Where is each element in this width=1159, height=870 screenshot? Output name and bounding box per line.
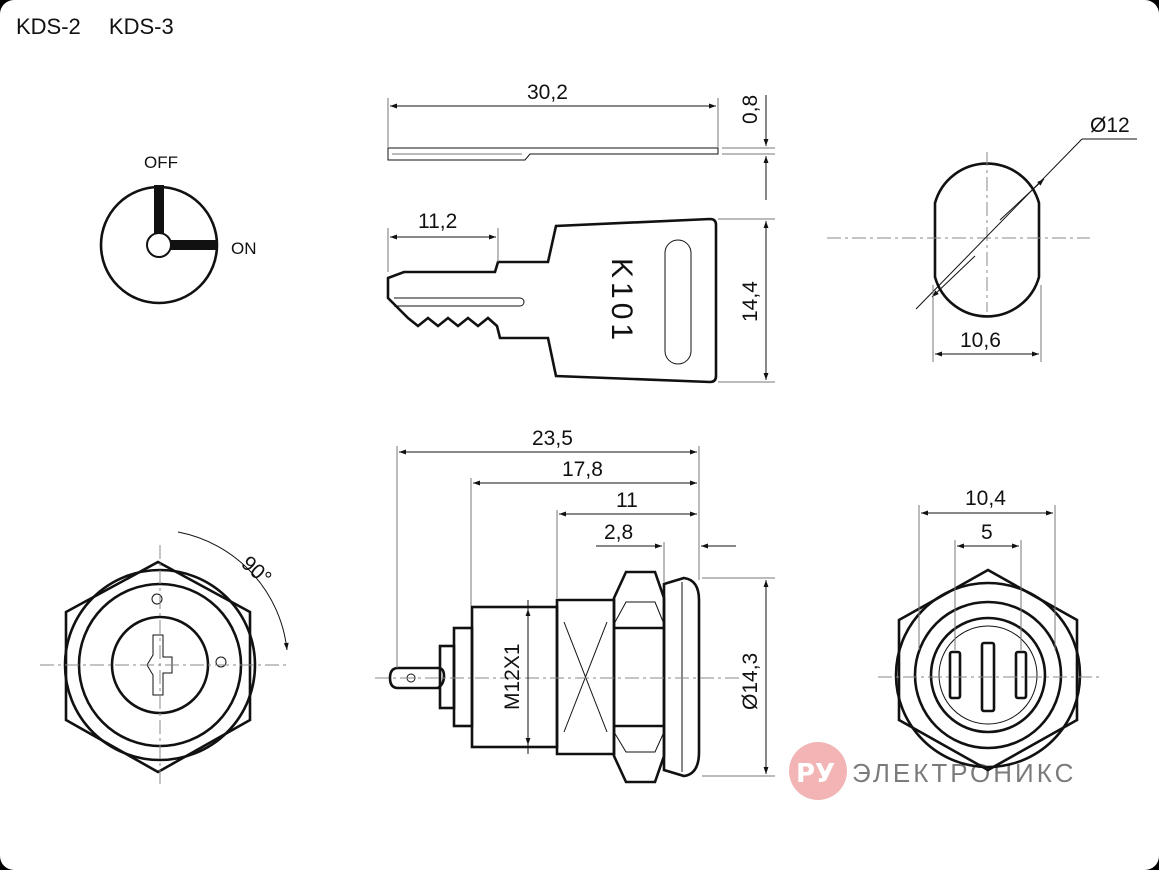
brand-watermark: РУ ЭЛЕКТРОНИКС [789, 742, 1076, 800]
terminal-left [948, 650, 962, 700]
key-height-value: 14,4 [739, 281, 762, 322]
key-blade-value: 11,2 [418, 210, 457, 233]
rotation-value: 90° [237, 552, 276, 590]
total-length-value: 23,5 [532, 427, 573, 450]
thread-value: M12X1 [501, 643, 524, 710]
indicator-dot-top [151, 593, 163, 605]
hex-nut-outline [64, 560, 252, 774]
hex-nut-side [612, 570, 666, 784]
indicator-dot-right [215, 656, 227, 668]
switch-rear-view: 10,4 5 [878, 487, 1100, 772]
cylinder-outline [933, 162, 1041, 318]
pin-pitch-value: 5 [981, 521, 993, 544]
model-kds2: KDS-2 [16, 14, 81, 39]
model-titles: KDS-2 KDS-3 [16, 14, 196, 40]
rear-ring-2 [913, 600, 1063, 750]
rear-cap [438, 644, 456, 710]
cylinder-flat-value: 10,6 [960, 329, 1001, 352]
switch-position-diagram: OFF ON [99, 153, 257, 305]
key-face-view: K101 11,2 14,4 [386, 210, 775, 384]
keyway-slot [146, 634, 173, 696]
off-label: OFF [144, 153, 178, 172]
rear-ring-4 [938, 625, 1038, 725]
body-length-value: 17,8 [562, 458, 603, 481]
cylinder-diameter-value: Ø12 [1090, 114, 1130, 137]
off-position-bar [154, 185, 164, 243]
cylinder-front-view: Ø12 10,6 [827, 114, 1137, 362]
on-label: ON [231, 239, 257, 258]
switch-side-view: 23,5 17,8 11 2,8 M12X1 Ø14,3 [375, 427, 775, 784]
solder-terminal [388, 666, 446, 690]
key-face-outline [386, 217, 718, 384]
thread-length-value: 11 [616, 489, 638, 512]
rear-ring-3 [929, 616, 1047, 734]
model-kds3: KDS-3 [108, 14, 174, 39]
rear-outer-ring [894, 581, 1082, 769]
key-length-value: 30,2 [527, 81, 568, 104]
flange-diameter-value: Ø14,3 [739, 653, 762, 710]
key-engraving: K101 [605, 258, 638, 344]
key-grip-slot [664, 239, 692, 365]
key-thickness-value: 0,8 [739, 95, 762, 124]
rotation-arc [177, 531, 289, 651]
watermark-badge [789, 742, 847, 800]
key-side-view: 30,2 0,8 [387, 81, 775, 200]
watermark-badge-text: РУ [796, 759, 835, 789]
terminal-right [1014, 650, 1028, 700]
cylinder-diameter-leader [915, 138, 1083, 310]
rear-hex-outline [897, 568, 1079, 772]
switch-front-view: 90° [40, 531, 290, 785]
on-position-bar [160, 240, 218, 250]
dial-pivot [146, 232, 172, 258]
watermark-brand-text: ЭЛЕКТРОНИКС [852, 758, 1076, 788]
rear-outer-value: 10,4 [965, 487, 1006, 510]
flange-thickness-value: 2,8 [604, 521, 633, 544]
front-flange [662, 576, 701, 778]
rear-collar [452, 626, 474, 728]
